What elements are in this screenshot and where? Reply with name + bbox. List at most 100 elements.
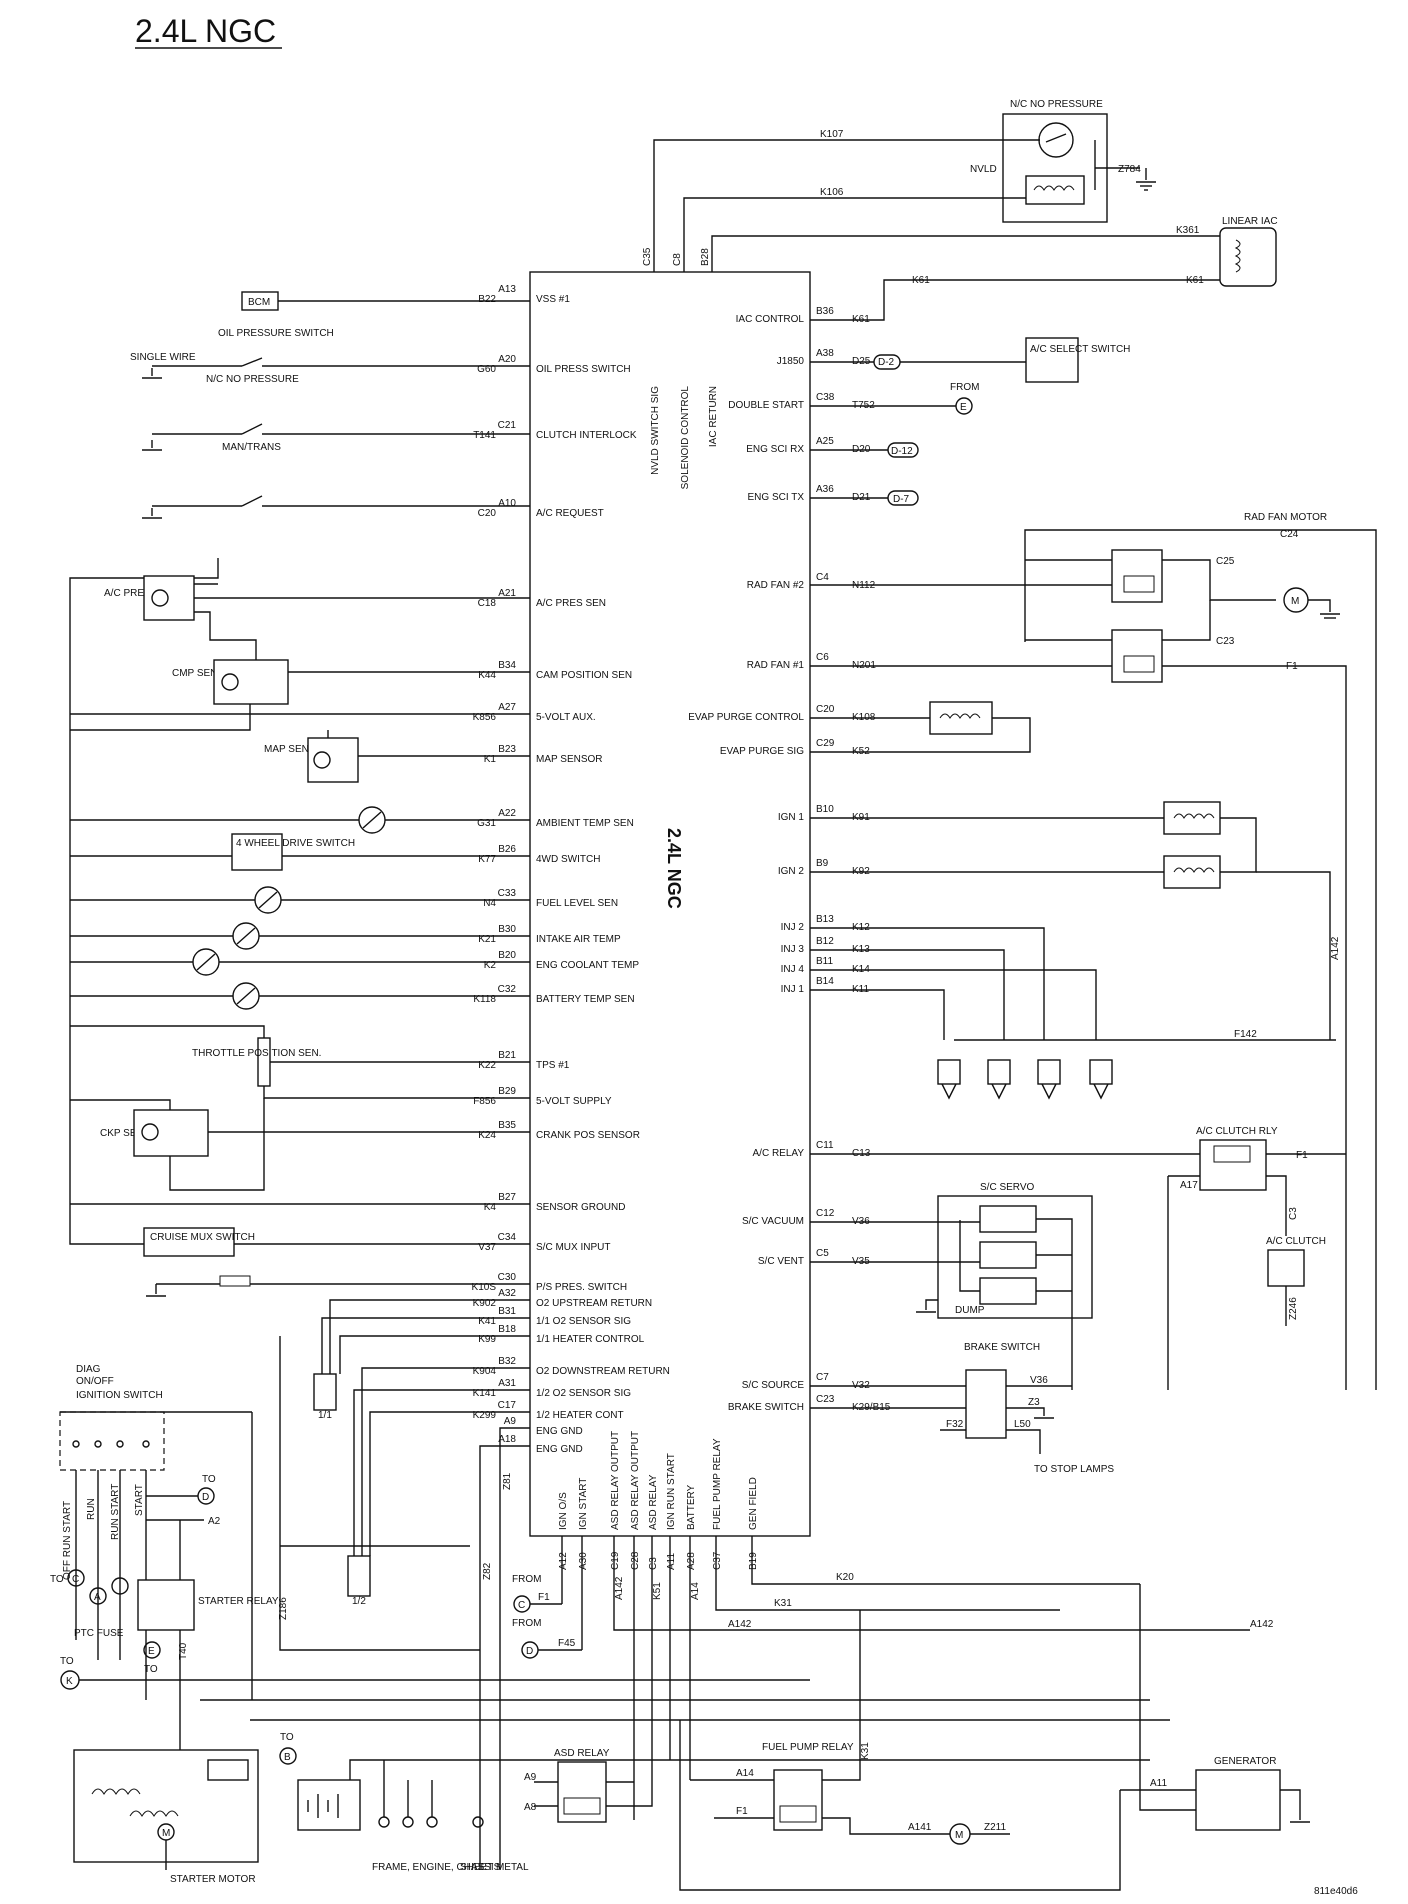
svg-text:FROM: FROM	[950, 382, 979, 393]
fuel-pump-relay	[773, 1769, 823, 1831]
pcm-pin-label: P/S PRES. SWITCH	[536, 1282, 627, 1293]
svg-text:A/C PRES.: A/C PRES.	[104, 588, 153, 599]
pcm-pin-label: BATTERY TEMP SEN	[536, 994, 635, 1005]
wire-label: K99	[478, 1334, 496, 1345]
svg-text:A: A	[94, 1592, 101, 1603]
pcm-pin-label: 1/2 HEATER CONT	[536, 1410, 624, 1421]
pcm-pin-label: VSS #1	[536, 294, 570, 305]
wire-label: K24	[478, 1130, 496, 1141]
svg-text:Z211: Z211	[984, 1822, 1006, 1833]
ac-clutch-rly-label: A/C CLUTCH RLY	[1196, 1126, 1278, 1137]
pcm-pin-label: 1/2 O2 SENSOR SIG	[536, 1388, 631, 1399]
pcm-pin-a10: A10	[498, 498, 516, 509]
svg-text:STARTER MOTOR: STARTER MOTOR	[170, 1874, 256, 1885]
pcm-pin-c23: C23	[816, 1394, 835, 1405]
svg-text:B: B	[284, 1752, 291, 1763]
pcm-pin-label: ENG SCI TX	[748, 492, 805, 503]
svg-text:A2: A2	[208, 1516, 221, 1527]
pcm-pin-label: AMBIENT TEMP SEN	[536, 818, 634, 829]
svg-text:GENERATOR: GENERATOR	[1214, 1756, 1276, 1767]
evap-purge-solenoid	[929, 701, 993, 735]
ground-frame	[378, 1816, 390, 1828]
pcm-pin-c8: C8	[672, 253, 683, 266]
svg-text:C25: C25	[1216, 556, 1235, 567]
pcm-pin-label: SOLENOID CONTROL	[680, 386, 691, 490]
wire-label: C18	[478, 598, 497, 609]
svg-text:Z81: Z81	[502, 1472, 513, 1490]
pcm-pin-a36: A36	[816, 484, 834, 495]
pcm-pin-b35: B35	[498, 1120, 516, 1131]
pcm-pin-label: O2 UPSTREAM RETURN	[536, 1298, 652, 1309]
svg-text:MAN/TRANS: MAN/TRANS	[222, 442, 281, 453]
wire-label: K856	[473, 712, 497, 723]
pcm-pin-label: INJ 4	[781, 964, 805, 975]
svg-text:PTC FUSE: PTC FUSE	[74, 1628, 124, 1639]
svg-text:MAP SEN.: MAP SEN.	[264, 744, 312, 755]
pcm-pin-a18: A18	[498, 1434, 516, 1445]
pcm-pin-c30: C30	[498, 1272, 517, 1283]
ckp-sensor	[133, 1109, 209, 1157]
svg-text:Z3: Z3	[1028, 1397, 1040, 1408]
ac-clutch-group: A/C CLUTCH RLY F1 A17 C3 A/C CLUTCH Z246	[810, 1126, 1346, 1390]
svg-text:ON/OFF: ON/OFF	[76, 1376, 114, 1387]
wire-label: K1	[484, 754, 497, 765]
pcm-pin-label: BRAKE SWITCH	[728, 1402, 804, 1413]
bottom-relays: A142 A142 A142 K51 A14 K31 K20 ASD RELAY…	[524, 1536, 1310, 1891]
svg-text:C: C	[518, 1600, 525, 1611]
pcm-pin-b11: B11	[816, 956, 833, 967]
svg-text:TO: TO	[60, 1656, 74, 1667]
footer-code: 811e40d6	[1314, 1886, 1358, 1897]
from-connectors: FROM C F1 FROM D F45	[512, 1574, 582, 1659]
pcm-pin-a38: A38	[816, 348, 834, 359]
ac-select-switch	[1025, 337, 1079, 383]
sc-servo-box	[937, 1195, 1093, 1319]
wire-label: K902	[473, 1298, 497, 1309]
svg-text:RUN START: RUN START	[110, 1484, 121, 1540]
nvld-box	[1002, 113, 1108, 223]
pcm-pin-b34: B34	[498, 660, 516, 671]
svg-text:F1: F1	[1296, 1150, 1308, 1161]
svg-text:A14: A14	[736, 1768, 754, 1779]
ptc-icon	[111, 1577, 129, 1595]
starter-motor-group: M STARTER MOTOR	[73, 1749, 259, 1885]
nvld-label: NVLD	[970, 164, 997, 175]
svg-text:F32: F32	[946, 1419, 964, 1430]
svg-text:A142: A142	[1250, 1619, 1274, 1630]
wire-label: K118	[473, 994, 496, 1005]
pcm-pin-c32: C32	[498, 984, 517, 995]
svg-text:E: E	[960, 402, 967, 413]
svg-text:THROTTLE POSITION SEN.: THROTTLE POSITION SEN.	[192, 1048, 321, 1059]
pcm-pin-a25: A25	[816, 436, 834, 447]
svg-text:TO: TO	[144, 1664, 158, 1675]
svg-text:A142: A142	[728, 1619, 752, 1630]
pcm-pin-label: IGN O/S	[558, 1492, 569, 1530]
rad-fan-group: RAD FAN MOTOR C24 C25 C23 M F1	[810, 512, 1377, 1390]
svg-text:4 WHEEL DRIVE SWITCH: 4 WHEEL DRIVE SWITCH	[236, 838, 355, 849]
pcm-pin-a27: A27	[498, 702, 516, 713]
battery-group: FRAME, ENGINE, CHASSIS SHEET METAL	[297, 1759, 1150, 1873]
o2-sensor-11	[313, 1373, 337, 1411]
svg-text:CMP SEN.: CMP SEN.	[172, 668, 220, 679]
pcm-pin-a32: A32	[498, 1288, 516, 1299]
svg-text:M: M	[955, 1830, 963, 1841]
left-devices: BCM OIL PRESSURE SWITCH SINGLE WIRE N/C …	[69, 291, 530, 1870]
pcm-title: 2.4L NGC	[664, 828, 684, 909]
diagram-title: 2.4L NGC	[135, 13, 276, 49]
pcm-pin-c34: C34	[498, 1232, 517, 1243]
pcm-pin-label: INJ 3	[781, 944, 805, 955]
pcm-pin-label: ENG GND	[536, 1426, 583, 1437]
wire-label: C20	[478, 508, 497, 519]
4wd-switch	[231, 833, 283, 871]
pcm-pin-label: 1/1 O2 SENSOR SIG	[536, 1316, 631, 1327]
ign-coil-group: A142	[810, 801, 1341, 1040]
pcm-pin-b32: B32	[498, 1356, 516, 1367]
ac-clutch-relay	[1199, 1139, 1267, 1191]
wire-k107: K107	[820, 129, 844, 140]
svg-text:1/1: 1/1	[318, 1410, 332, 1421]
pcm-pin-label: O2 DOWNSTREAM RETURN	[536, 1366, 670, 1377]
generator	[1195, 1769, 1281, 1831]
pcm-pin-b28: B28	[700, 248, 711, 266]
pcm-pin-b9: B9	[816, 858, 829, 869]
